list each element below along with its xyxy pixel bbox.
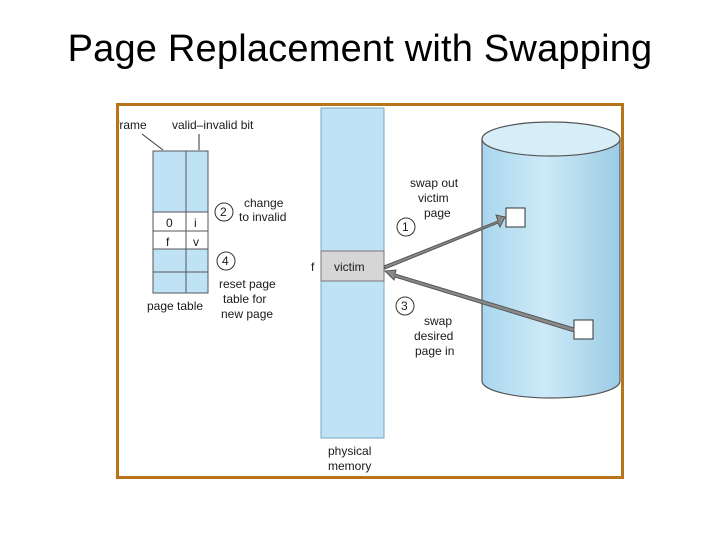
step-4-line-3: new page: [221, 307, 273, 321]
frame-label: frame: [119, 118, 147, 132]
row-2-frame: f: [166, 235, 170, 249]
step-4-circle: [216, 251, 236, 271]
page-title: Page Replacement with Swapping: [67, 28, 653, 70]
disk: [481, 121, 621, 399]
page-table: frame valid–invalid bit 0 i f v page tab…: [119, 118, 254, 313]
step-1-line-1: swap out: [410, 176, 459, 190]
step-2: 2 change to invalid: [214, 196, 286, 224]
swap-in-arrow: [383, 269, 575, 333]
page-table-label: page table: [147, 299, 203, 313]
victim-frame: [320, 250, 385, 282]
step-3-circle: [395, 296, 415, 316]
step-1-line-2: victim: [418, 191, 449, 205]
row-1-frame: 0: [166, 216, 173, 230]
step-3-line-1: swap: [424, 314, 452, 328]
step-2-number: 2: [220, 205, 227, 219]
step-4-line-1: reset page: [219, 277, 276, 291]
physical-memory: victim f physical memory: [311, 107, 385, 473]
step-1-line-3: page: [424, 206, 451, 220]
step-4-number: 4: [222, 254, 229, 268]
step-2-line-2: to invalid: [239, 210, 286, 224]
step-1-number: 1: [402, 220, 409, 234]
row-2-bit: v: [193, 235, 199, 249]
step-3-line-3: page in: [415, 344, 454, 358]
disk-desired-page: [573, 319, 594, 340]
valid-invalid-label: valid–invalid bit: [172, 118, 254, 132]
victim-label: victim: [334, 260, 365, 274]
physical-memory-label-2: memory: [328, 459, 371, 473]
step-2-circle: [214, 202, 234, 222]
swap-out-arrow: [383, 214, 506, 270]
row-1-bit: i: [194, 216, 197, 230]
step-3: 3 swap desired page in: [395, 296, 454, 358]
diagram-frame: victim f physical memory frame valid–inv…: [116, 103, 624, 479]
victim-frame-label: f: [311, 260, 315, 274]
disk-victim-page: [505, 207, 526, 228]
step-2-line-1: change: [244, 196, 284, 210]
step-3-number: 3: [401, 299, 408, 313]
step-4-line-2: table for: [223, 292, 266, 306]
physical-memory-label-1: physical: [328, 444, 371, 458]
page-replacement-diagram: victim f physical memory frame valid–inv…: [119, 107, 621, 473]
step-1-circle: [396, 217, 416, 237]
step-1: swap out victim page 1: [396, 176, 459, 237]
step-3-line-2: desired: [414, 329, 453, 343]
step-4: 4 reset page table for new page: [216, 251, 276, 321]
